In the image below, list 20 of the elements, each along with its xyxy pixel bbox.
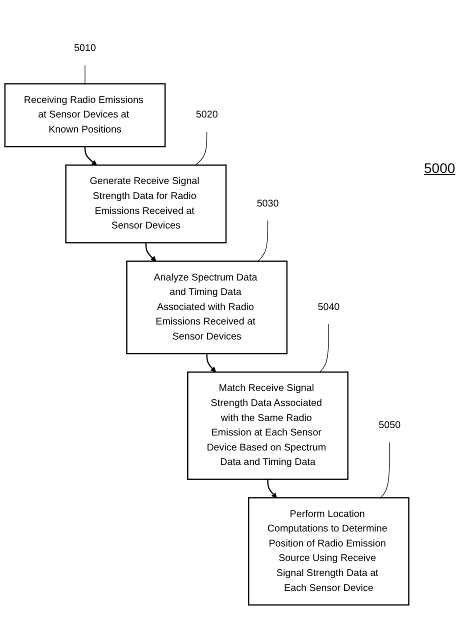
node-box: Generate Receive Signal Strength Data for Radio Emissions Received at Sensor Devices xyxy=(65,164,227,244)
connector xyxy=(380,442,390,498)
connector xyxy=(194,132,208,166)
node-text: 5020 xyxy=(196,110,218,120)
connector xyxy=(257,220,268,262)
node-box: Perform Location Computations to Determine Position of Radio Emission Source Using Receive Signal Strength Data at Each Sensor Device xyxy=(248,497,410,606)
node-text: 5010 xyxy=(74,43,96,54)
node-text: 5040 xyxy=(318,302,340,312)
node-box: Analyze Spectrum Data and Timing Data Associated with Radio Emissions Received at Sensor Devices xyxy=(126,260,288,354)
connector xyxy=(84,65,86,84)
arrow xyxy=(267,479,277,498)
arrow xyxy=(84,146,97,166)
arrow xyxy=(206,354,216,372)
node-text: 5030 xyxy=(256,198,279,209)
node-text: 5050 xyxy=(378,420,401,431)
figure-number: 5000 xyxy=(424,160,456,176)
node-box: Match Receive Signal Strength Data Associated with the Same Radio Emission at Each Sensor Device Based on Spectrum Data and Timing Data xyxy=(187,371,348,480)
connector xyxy=(319,324,330,372)
node-box: Receiving Radio Emissions at Sensor Devices at Known Positions xyxy=(4,83,166,148)
arrow xyxy=(145,242,156,262)
